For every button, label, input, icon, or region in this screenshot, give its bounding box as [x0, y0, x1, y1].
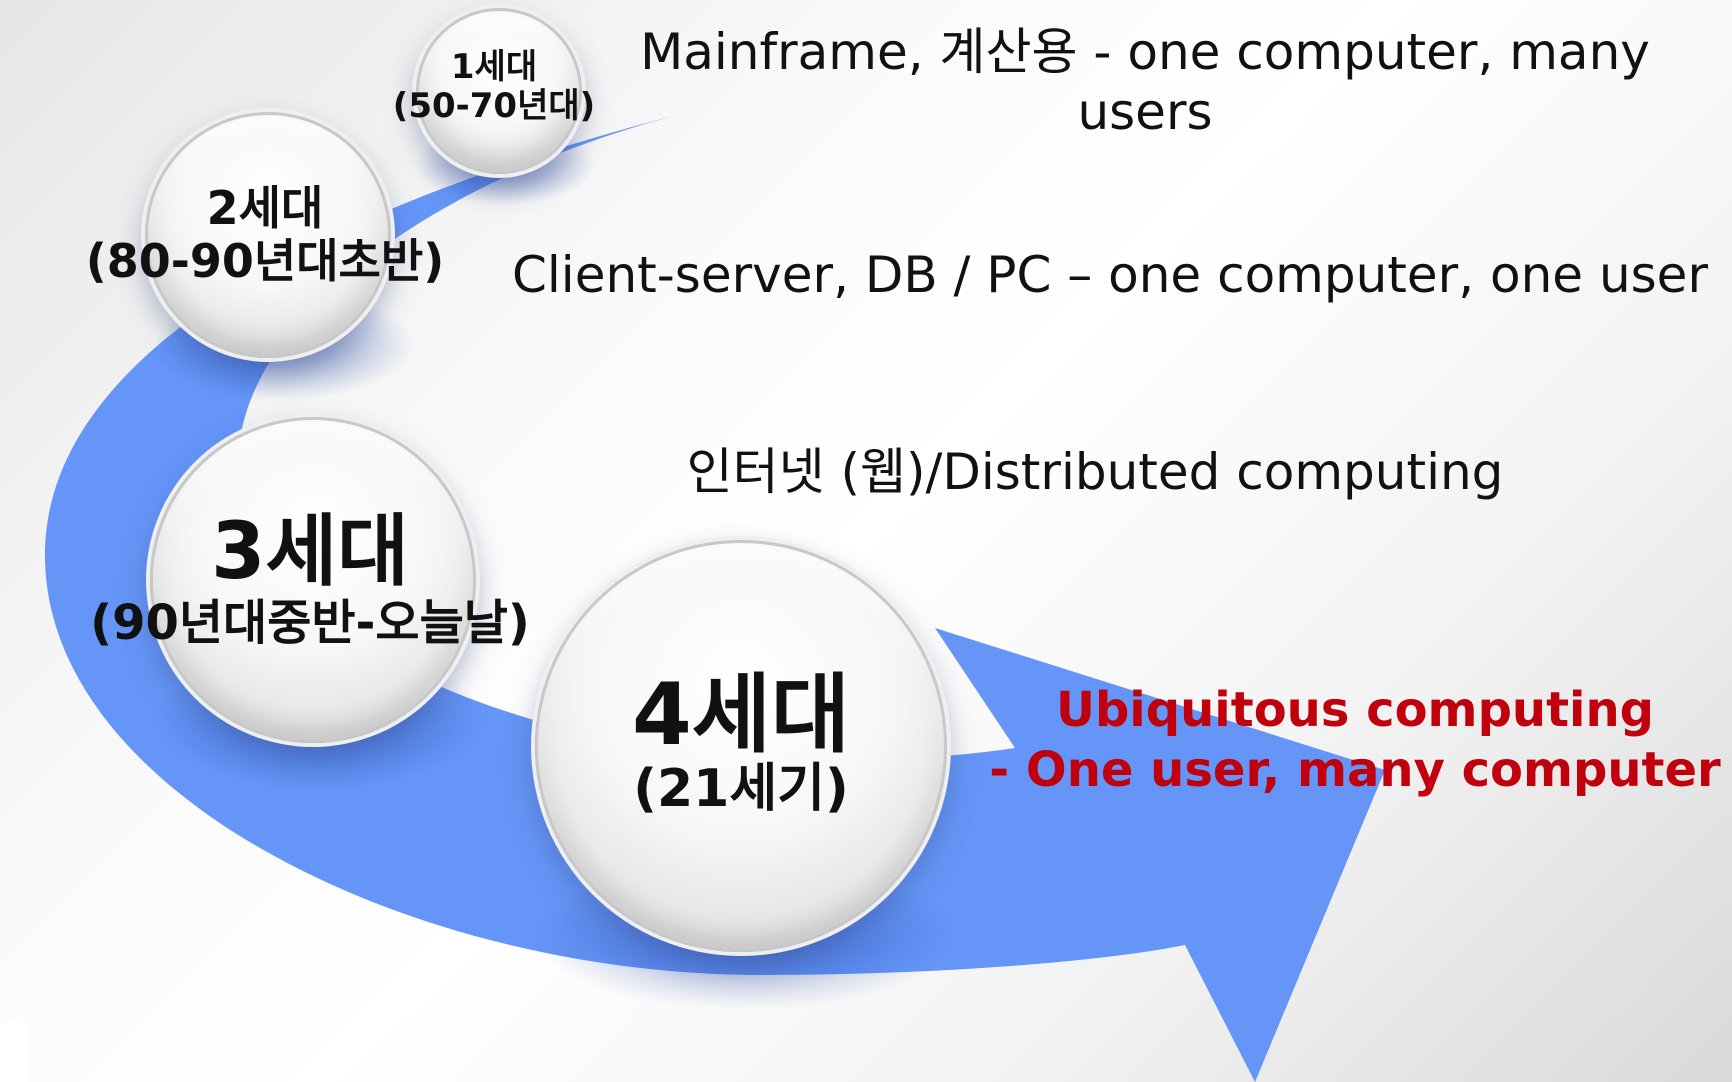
gen2-period: (80-90년대초반)	[85, 233, 445, 288]
gen2-description-line1: Client-server, DB / PC – one computer, o…	[512, 246, 1708, 304]
corner-white-box	[0, 1022, 26, 1082]
gen2-description: Client-server, DB / PC – one computer, o…	[510, 246, 1710, 304]
gen3-title: 3세대	[211, 507, 409, 597]
gen2-title: 2세대	[206, 181, 324, 235]
gen1-description-line2: users	[1077, 83, 1213, 141]
gen4-description-line1: Ubiquitous computing	[1055, 682, 1655, 738]
gen4-description: Ubiquitous computing - One user, many co…	[985, 680, 1725, 800]
gen4-description-line2: - One user, many computer	[989, 742, 1721, 798]
gen4-period: (21세기)	[633, 759, 849, 820]
gen4-title: 4세대	[631, 665, 851, 765]
gen3-label: 3세대 (90년대중반-오늘날)	[55, 507, 565, 651]
gen1-circle	[416, 8, 582, 174]
gen1-description: Mainframe, 계산용 - one computer, many user…	[630, 22, 1660, 142]
gen1-label: 1세대 (50-70년대)	[378, 47, 610, 127]
gen3-description: 인터넷 (웹)/Distributed computing	[630, 432, 1560, 504]
gen1-period: (50-70년대)	[392, 86, 596, 127]
gen3-circle	[150, 417, 476, 743]
gen4-circle	[535, 540, 947, 952]
gen3-period: (90년대중반-오늘날)	[90, 594, 530, 651]
gen1-title: 1세대	[450, 47, 538, 87]
gen4-label: 4세대 (21세기)	[535, 670, 947, 820]
gen2-label: 2세대 (80-90년대초반)	[60, 182, 470, 288]
gen2-circle	[145, 112, 391, 358]
gen1-description-line1: Mainframe, 계산용 - one computer, many	[640, 23, 1650, 81]
arrow-body	[44, 113, 1385, 1082]
gen3-description-line1: 인터넷 (웹)/Distributed computing	[686, 443, 1504, 501]
